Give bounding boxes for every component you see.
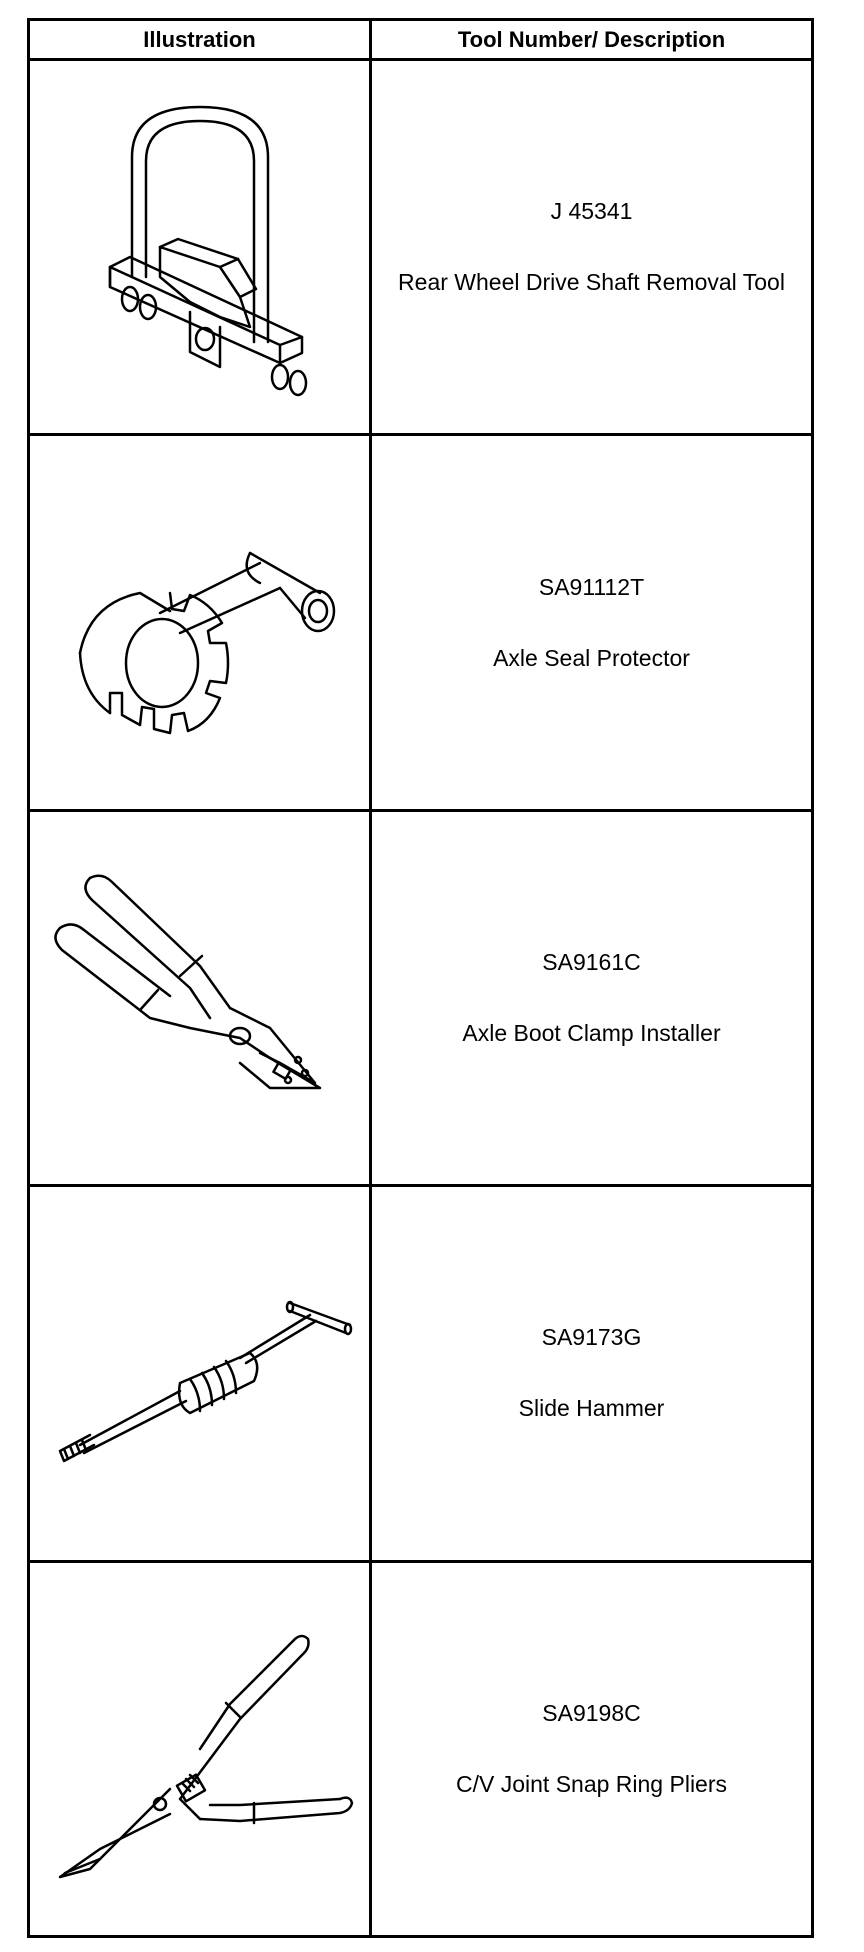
header-row: Illustration Tool Number/ Description bbox=[27, 18, 814, 61]
tool-number: SA9173G bbox=[541, 1324, 642, 1351]
description-cell: SA9198C C/V Joint Snap Ring Pliers bbox=[369, 1559, 814, 1939]
tool-number: SA91112T bbox=[538, 573, 645, 600]
illustration-cell bbox=[27, 1559, 372, 1939]
tool-description: C/V Joint Snap Ring Pliers bbox=[455, 1770, 727, 1797]
illustration-cell bbox=[27, 1184, 372, 1563]
tool-description: Axle Seal Protector bbox=[493, 644, 690, 671]
tool-description: Slide Hammer bbox=[518, 1395, 665, 1422]
illustration-cell bbox=[27, 57, 372, 437]
table-row: SA9198C C/V Joint Snap Ring Pliers bbox=[27, 1559, 814, 1939]
drive-shaft-removal-tool-icon bbox=[70, 87, 330, 407]
table-row: SA9161C Axle Boot Clamp Installer bbox=[27, 808, 814, 1188]
tool-number: SA9198C bbox=[542, 1699, 641, 1726]
illustration-cell bbox=[27, 433, 372, 812]
description-cell: SA91112T Axle Seal Protector bbox=[369, 433, 814, 812]
tool-table: Illustration Tool Number/ Description bbox=[27, 18, 814, 1939]
table-row: J 45341 Rear Wheel Drive Shaft Removal T… bbox=[27, 57, 814, 437]
table-row: SA9173G Slide Hammer bbox=[27, 1184, 814, 1563]
header-illustration: Illustration bbox=[27, 18, 372, 61]
description-cell: SA9161C Axle Boot Clamp Installer bbox=[369, 808, 814, 1188]
description-cell: SA9173G Slide Hammer bbox=[369, 1184, 814, 1563]
slide-hammer-icon bbox=[40, 1263, 360, 1483]
tool-description: Axle Boot Clamp Installer bbox=[462, 1019, 721, 1046]
table-row: SA91112T Axle Seal Protector bbox=[27, 433, 814, 812]
axle-seal-protector-icon bbox=[50, 493, 350, 753]
tool-number: J 45341 bbox=[550, 198, 633, 225]
boot-clamp-installer-icon bbox=[40, 848, 360, 1148]
tool-number: SA9161C bbox=[542, 948, 641, 975]
tool-description: Rear Wheel Drive Shaft Removal Tool bbox=[398, 269, 785, 296]
snap-ring-pliers-icon bbox=[40, 1599, 360, 1899]
illustration-cell bbox=[27, 808, 372, 1188]
description-cell: J 45341 Rear Wheel Drive Shaft Removal T… bbox=[369, 57, 814, 437]
header-description: Tool Number/ Description bbox=[369, 18, 814, 61]
